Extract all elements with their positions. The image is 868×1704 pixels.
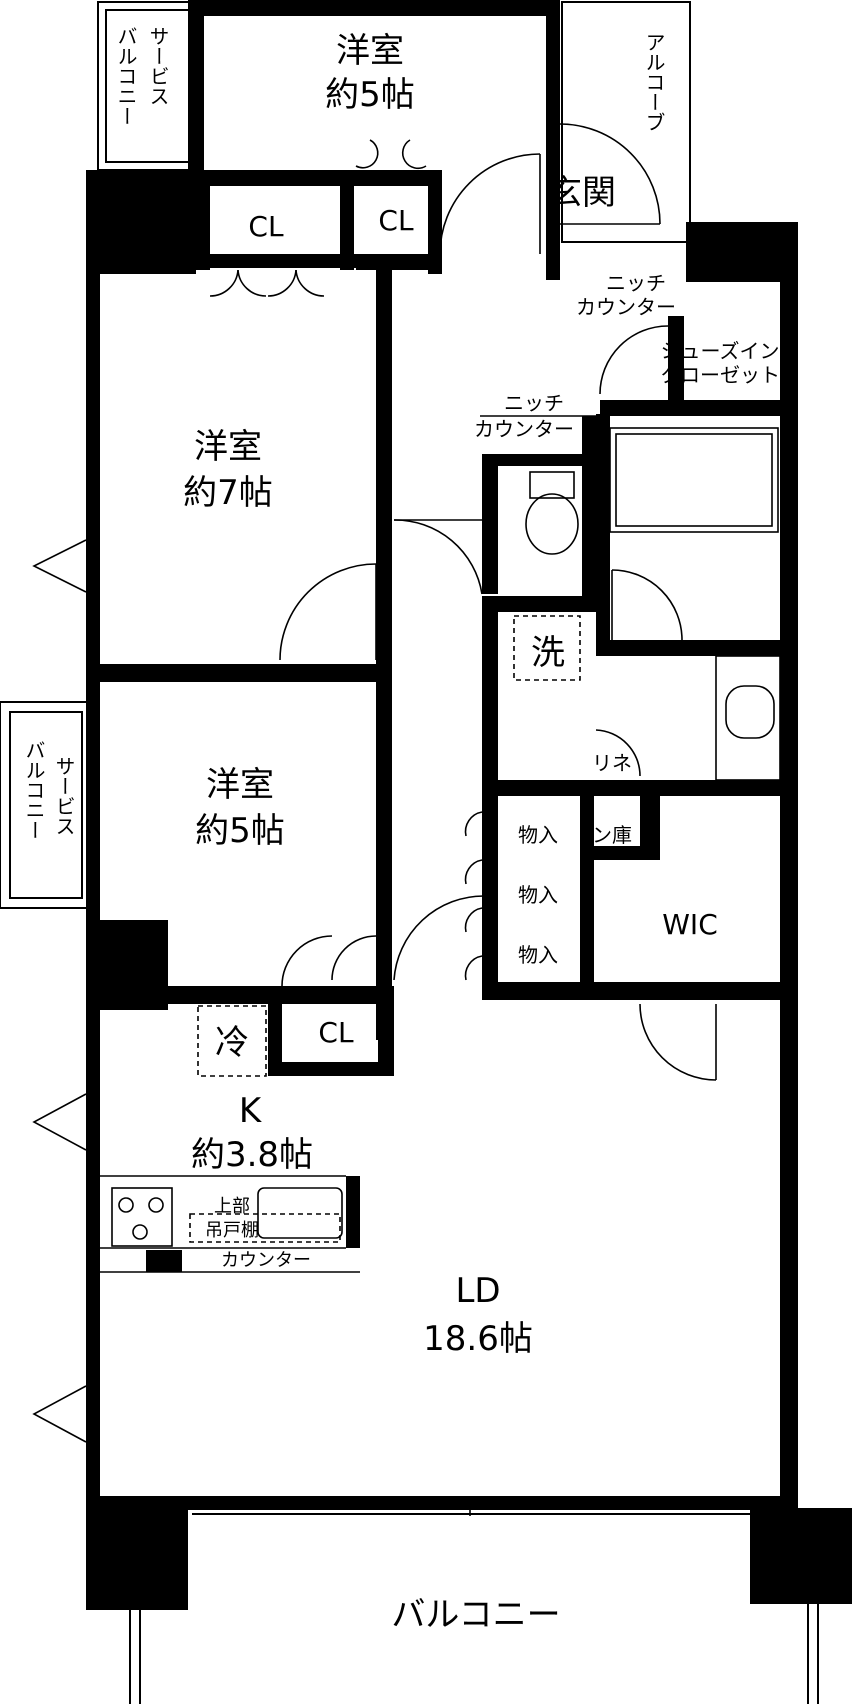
entrance-label: 玄関 — [548, 173, 616, 213]
niche-counter-mid-1: ニッチ — [504, 391, 564, 415]
room-living-size: 18.6帖 — [423, 1319, 533, 1359]
doors-and-fixtures — [32, 123, 781, 1516]
shoes-in-closet-1: シューズイン — [661, 339, 780, 363]
shoes-in-closet-2: クローゼット — [660, 363, 780, 387]
room-labels: 洋室 約5帖 洋室 約7帖 洋室 約5帖 K 約3.8帖 LD 18.6帖 WI… — [22, 26, 780, 1635]
walls — [86, 0, 852, 1610]
niche-counter-top-2: カウンター — [576, 295, 676, 319]
service-balcony-top-1: サービス — [146, 26, 170, 106]
room-kitchen-name: K — [239, 1091, 263, 1131]
room-living-name: LD — [455, 1271, 500, 1311]
room-western-top-name: 洋室 — [336, 31, 404, 71]
linen-label-2: ン庫 — [592, 823, 632, 847]
storage-label-3: 物入 — [518, 943, 558, 967]
room-western-low-size: 約5帖 — [195, 811, 285, 851]
closet-label-1: CL — [248, 210, 284, 243]
niche-counter-mid-2: カウンター — [474, 417, 574, 441]
service-balcony-top-2: バルコニー — [114, 26, 138, 126]
closet-label-2: CL — [378, 204, 414, 237]
alcove-label: アルコーブ — [642, 32, 666, 132]
room-western-low-name: 洋室 — [206, 765, 274, 805]
balcony-label: バルコニー — [391, 1595, 560, 1635]
counter-label: カウンター — [221, 1250, 311, 1271]
storage-label-1: 物入 — [518, 823, 558, 847]
linen-label-1: リネ — [592, 751, 632, 775]
room-western-top-size: 約5帖 — [325, 75, 415, 115]
room-western-mid-size: 約7帖 — [183, 473, 273, 513]
closet-label-3: CL — [318, 1016, 354, 1049]
fridge-label: 冷 — [215, 1023, 249, 1063]
upper-cabinet-1: 上部 — [214, 1196, 250, 1217]
room-wic: WIC — [662, 908, 718, 941]
room-kitchen-size: 約3.8帖 — [191, 1135, 313, 1175]
laundry-label: 洗 — [531, 633, 565, 673]
storage-label-2: 物入 — [518, 883, 558, 907]
service-balcony-left-2: バルコニー — [22, 740, 46, 840]
upper-cabinet-2: 吊戸棚 — [205, 1220, 259, 1241]
niche-counter-top-1: ニッチ — [606, 271, 666, 295]
service-balcony-left-1: サービス — [52, 756, 76, 836]
room-western-mid-name: 洋室 — [194, 427, 262, 467]
